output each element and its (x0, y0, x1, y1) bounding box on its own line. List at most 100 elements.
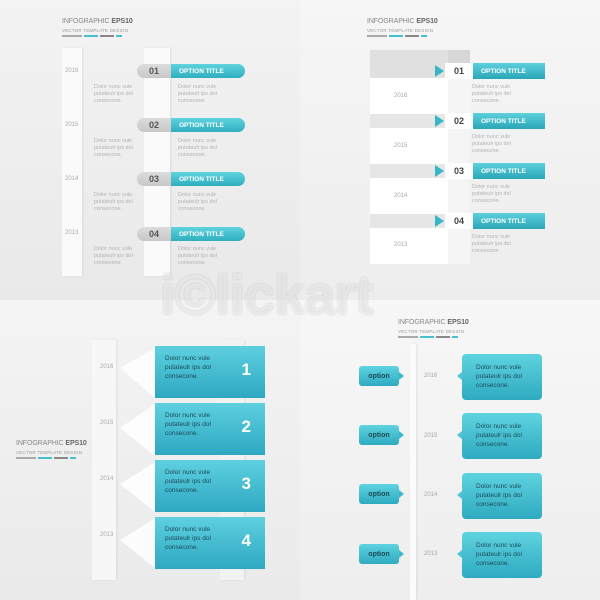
description-text: Dolor nunc vule putateulr ips dol consec… (178, 246, 217, 266)
description-text: Dolor nunc vule putateulr ips dol consec… (165, 526, 211, 551)
option-tag: 04 OPTION TITLE (435, 213, 545, 229)
option-label: option (368, 490, 390, 498)
timeline-band (370, 78, 470, 114)
year-label: 2016 (65, 68, 79, 74)
arrow-icon (435, 65, 444, 77)
description-text: Dolor nunc vule putateulr ips dol consec… (472, 134, 511, 154)
header-bar (100, 35, 114, 37)
option-button: option (359, 366, 404, 386)
option-pill: 02 OPTION TITLE (137, 118, 245, 132)
timeline-band (370, 228, 470, 264)
description-text: Dolor nunc vule putateulr ips dol consec… (178, 138, 217, 158)
beam-graphics (120, 348, 155, 568)
year-label: 2015 (65, 122, 79, 128)
timeline-line (410, 344, 416, 600)
year-label: 2013 (424, 551, 438, 557)
step-number: 03 (137, 172, 171, 186)
year-label: 2016 (100, 364, 114, 370)
header-bar (54, 457, 68, 459)
arrow-icon (457, 491, 462, 499)
light-beam (120, 462, 155, 512)
option-title: OPTION TITLE (171, 172, 245, 186)
description-text: Dolor nunc vule putateulr ips dol consec… (472, 184, 511, 204)
option-label: option (368, 372, 390, 380)
speech-bubble: Dolor nunc vule putateulr ips dol consec… (457, 354, 542, 400)
description-text: Dolor nunc vule putateulr ips dol consec… (165, 355, 211, 380)
header-bar (436, 336, 450, 338)
header-subtitle: VECTOR TEMPLATE DESIGN (367, 28, 434, 33)
template-vertical-pills: INFOGRAPHIC EPS10 VECTOR TEMPLATE DESIGN… (0, 0, 300, 300)
year-label: 2015 (424, 433, 438, 439)
description-text: Dolor nunc vule putateulr ips dol consec… (476, 542, 522, 567)
arrow-icon (435, 165, 444, 177)
light-beam (120, 404, 155, 456)
step-box: Dolor nunc vule putateulr ips dol consec… (155, 517, 265, 569)
light-beam (120, 348, 155, 398)
description-text: Dolor nunc vule putateulr ips dol consec… (94, 192, 133, 212)
year-label: 2016 (424, 373, 438, 379)
year-label: 2013 (65, 230, 79, 236)
year-label: 2016 (394, 93, 408, 99)
option-title: OPTION TITLE (473, 213, 545, 229)
option-title: OPTION TITLE (171, 118, 245, 132)
option-tag: 01 OPTION TITLE (435, 63, 545, 79)
speech-bubble: Dolor nunc vule putateulr ips dol consec… (457, 532, 542, 578)
option-title: OPTION TITLE (171, 64, 245, 78)
year-label: 2015 (100, 420, 114, 426)
band-shadow (448, 50, 470, 264)
header-subtitle: VECTOR TEMPLATE DESIGN (398, 329, 465, 334)
description-text: Dolor nunc vule putateulr ips dol consec… (178, 192, 217, 212)
header-bar (38, 457, 52, 459)
year-label: 2013 (100, 532, 114, 538)
header-bar (452, 336, 458, 338)
arrow-icon (457, 550, 462, 558)
description-text: Dolor nunc vule putateulr ips dol consec… (94, 138, 133, 158)
description-text: Dolor nunc vule putateulr ips dol consec… (476, 364, 522, 389)
step-number: 04 (137, 227, 171, 241)
arrow-icon (435, 115, 444, 127)
step-number: 1 (241, 360, 251, 379)
arrow-icon (399, 431, 404, 439)
description-text: Dolor nunc vule putateulr ips dol consec… (476, 483, 522, 508)
option-label: option (368, 431, 390, 439)
speech-bubble: Dolor nunc vule putateulr ips dol consec… (457, 413, 542, 459)
year-label: 2014 (100, 476, 114, 482)
year-label: 2014 (65, 176, 79, 182)
option-pill: 04 OPTION TITLE (137, 227, 245, 241)
header-bar (389, 35, 403, 37)
description-text: Dolor nunc vule putateulr ips dol consec… (94, 246, 133, 266)
header-title: INFOGRAPHIC EPS10 (398, 319, 469, 326)
arrow-icon (399, 490, 404, 498)
step-number: 01 (445, 63, 473, 79)
arrow-icon (435, 215, 444, 227)
header-title: INFOGRAPHIC EPS10 (16, 440, 87, 447)
description-text: Dolor nunc vule putateulr ips dol consec… (476, 423, 522, 448)
watermark: i©lickart (160, 263, 374, 326)
step-number: 3 (241, 474, 251, 493)
timeline-band (370, 128, 470, 164)
description-text: Dolor nunc vule putateulr ips dol consec… (165, 469, 211, 494)
header-title: INFOGRAPHIC EPS10 (367, 18, 438, 25)
header-bar (367, 35, 387, 37)
year-label: 2014 (424, 492, 438, 498)
template-numbered-boxes: INFOGRAPHIC EPS10 VECTOR TEMPLATE DESIGN… (0, 300, 300, 600)
header-bar (405, 35, 419, 37)
header-subtitle: VECTOR TEMPLATE DESIGN (62, 28, 129, 33)
option-tag: 03 OPTION TITLE (435, 163, 545, 179)
description-text: Dolor nunc vule putateulr ips dol consec… (178, 84, 217, 104)
step-number: 03 (445, 163, 473, 179)
arrow-icon (457, 372, 462, 380)
timeline-column (144, 48, 170, 276)
arrow-icon (399, 550, 404, 558)
option-title: OPTION TITLE (473, 113, 545, 129)
header-subtitle: VECTOR TEMPLATE DESIGN (16, 450, 83, 455)
option-title: OPTION TITLE (171, 227, 245, 241)
template-option-bubbles: INFOGRAPHIC EPS10 VECTOR TEMPLATE DESIGN… (300, 300, 600, 600)
header-bar (84, 35, 98, 37)
year-label: 2015 (394, 143, 408, 149)
timeline-column (92, 340, 116, 580)
option-pill: 03 OPTION TITLE (137, 172, 245, 186)
option-button: option (359, 544, 404, 564)
timeline-band (370, 178, 470, 214)
description-text: Dolor nunc vule putateulr ips dol consec… (165, 412, 211, 437)
